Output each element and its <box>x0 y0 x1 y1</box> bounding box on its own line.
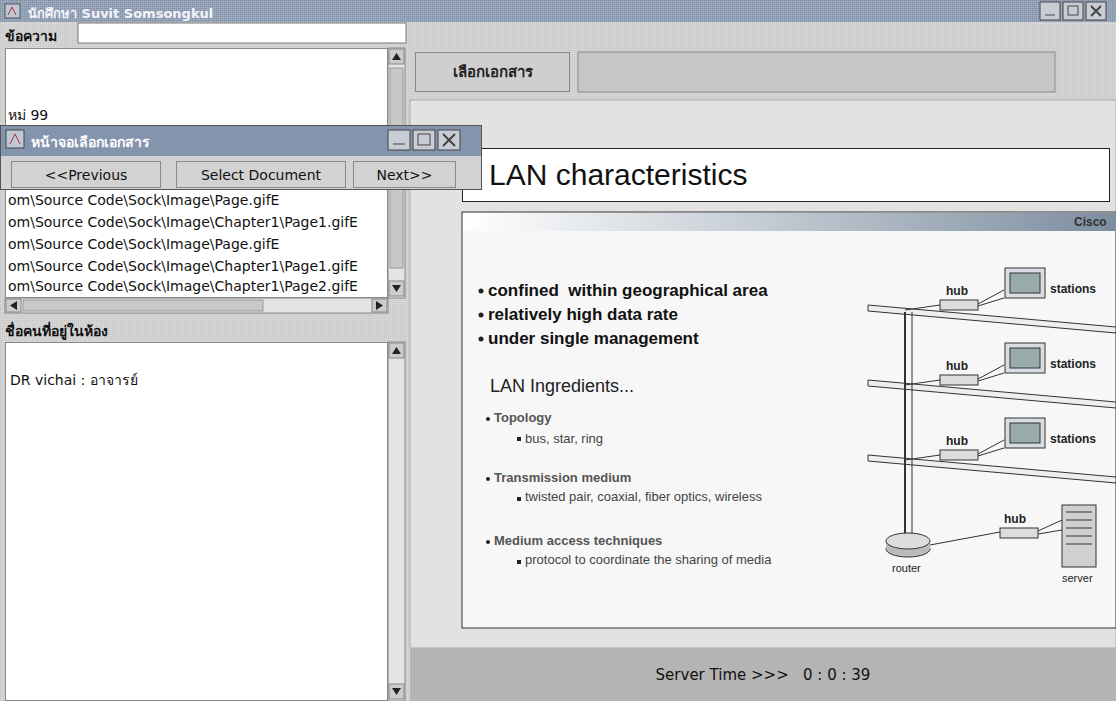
user-list: DR vichai : อาจารย์ <box>5 342 388 701</box>
slide-text: Transmission medium <box>494 470 631 485</box>
slide-image <box>462 212 1116 628</box>
node-text: เลือกเอกสาร <box>453 60 533 84</box>
network-label: stations <box>1050 282 1096 296</box>
node-text: om\Source Code\Sock\Image\Chapter1\Page1… <box>8 214 358 230</box>
node-text: หน้าจอเลือกเอกสาร <box>31 131 150 153</box>
network-label: hub <box>946 434 968 448</box>
network-illustration <box>868 268 1116 567</box>
logo-text: Cisco <box>1074 215 1107 229</box>
users-scrollbar <box>388 342 405 701</box>
network-label: stations <box>1050 357 1096 371</box>
window-controls <box>1040 2 1106 20</box>
network-label: hub <box>946 284 968 298</box>
message-field <box>78 23 406 43</box>
network-label: router <box>892 562 921 574</box>
slide-text: relatively high data rate <box>488 305 678 325</box>
node-text: <<Previous <box>45 167 128 183</box>
node-text: Next>> <box>376 167 432 183</box>
app-icon <box>5 4 20 18</box>
node-text: om\Source Code\Sock\Image\Chapter1\Page1… <box>8 258 358 274</box>
slide-title: LAN characteristics <box>462 148 1110 202</box>
slide-text: Topology <box>494 410 552 425</box>
slide-text: LAN Ingredients... <box>490 376 634 397</box>
chat-hscrollbar <box>5 298 388 313</box>
node-text: om\Source Code\Sock\Image\Page.gifE <box>8 236 279 252</box>
node-text: LAN characteristics <box>489 158 747 192</box>
field-label: ชื่อคนที่อยู่ในห้อง <box>5 320 108 342</box>
node-text: DR vichai : อาจารย์ <box>10 369 138 391</box>
node-text: Server Time >>> 0 : 0 : 39 <box>656 666 871 684</box>
node-text: om\Source Code\Sock\Image\Chapter1\Page2… <box>8 278 358 294</box>
slide-text: twisted pair, coaxial, fiber optics, wir… <box>525 489 762 504</box>
node-text: om\Source Code\Sock\Image\Page.gifE <box>8 192 279 208</box>
nav-button: Select Document <box>176 161 346 188</box>
select-button: เลือกเอกสาร <box>415 52 570 92</box>
network-label: hub <box>946 359 968 373</box>
node-text: Select Document <box>201 167 321 183</box>
node-text: หม่ 99 <box>8 104 48 126</box>
nav-button: <<Previous <box>11 161 161 188</box>
slide-text: Medium access techniques <box>494 533 662 548</box>
field-label: ข้อความ <box>5 25 57 47</box>
slide-text: under single management <box>488 329 699 349</box>
status-bar <box>410 648 1116 701</box>
dialog-window: หน้าจอเลือกเอกสาร <<Previous Select Docume… <box>0 125 482 190</box>
network-label: server <box>1062 572 1093 584</box>
network-label: hub <box>1004 512 1026 526</box>
network-label: stations <box>1050 432 1096 446</box>
node-text: นักศึกษา Suvit Somsongkul <box>28 3 213 24</box>
slide-text: bus, star, ring <box>525 431 603 446</box>
slide-text: protocol to coordinate the sharing of me… <box>525 552 771 567</box>
nav-button: Next>> <box>353 161 456 188</box>
slide-area <box>410 100 1116 648</box>
document-field <box>578 52 1055 92</box>
slide-text: confined within geographical area <box>488 281 768 301</box>
status-bar: Server Time >>> 0 : 0 : 39 <box>410 648 1116 701</box>
